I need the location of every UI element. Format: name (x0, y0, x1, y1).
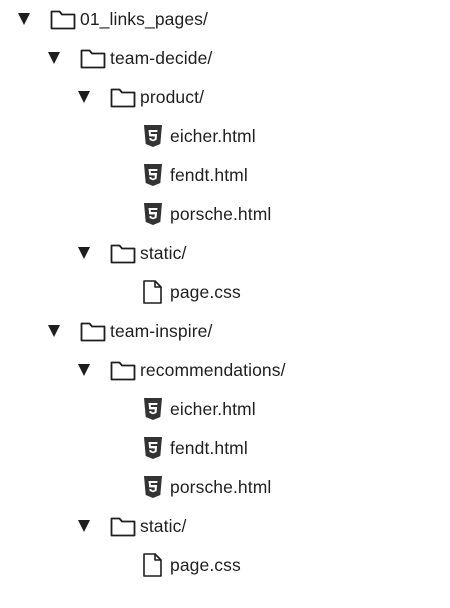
file-label: eicher.html (170, 126, 256, 146)
chevron-down-icon[interactable] (78, 247, 90, 259)
chevron-down-icon[interactable] (78, 91, 90, 103)
html5-icon (140, 163, 166, 187)
tree-folder-root[interactable]: 01_links_pages/ (0, 4, 240, 34)
file-label: fendt.html (170, 165, 248, 185)
file-label: porsche.html (170, 477, 272, 497)
folder-icon (110, 358, 136, 382)
folder-icon (80, 46, 106, 70)
tree-file-fendt-html[interactable]: fendt.html (0, 433, 280, 463)
file-label: porsche.html (170, 204, 272, 224)
tree-folder-recommendations[interactable]: recommendations/ (0, 355, 300, 385)
file-icon (140, 553, 166, 577)
folder-label: static/ (140, 243, 187, 263)
folder-label: team-inspire/ (110, 321, 213, 341)
chevron-down-icon[interactable] (48, 52, 60, 64)
html5-icon (140, 202, 166, 226)
tree-folder-static[interactable]: static/ (0, 511, 240, 541)
folder-icon (80, 319, 106, 343)
folder-label: 01_links_pages/ (80, 9, 208, 29)
chevron-down-icon[interactable] (18, 13, 30, 25)
file-label: page.css (170, 555, 241, 575)
tree-file-page-css[interactable]: page.css (0, 277, 280, 307)
html5-icon (140, 397, 166, 421)
tree-file-porsche-html[interactable]: porsche.html (0, 472, 280, 502)
folder-label: recommendations/ (140, 360, 286, 380)
file-icon (140, 280, 166, 304)
chevron-down-icon[interactable] (78, 364, 90, 376)
chevron-down-icon[interactable] (78, 520, 90, 532)
tree-file-eicher-html[interactable]: eicher.html (0, 121, 280, 151)
folder-icon (110, 85, 136, 109)
html5-icon (140, 436, 166, 460)
html5-icon (140, 124, 166, 148)
tree-folder-team-inspire[interactable]: team-inspire/ (0, 316, 240, 346)
tree-folder-product[interactable]: product/ (0, 82, 240, 112)
chevron-down-icon[interactable] (48, 325, 60, 337)
file-label: page.css (170, 282, 241, 302)
folder-icon (110, 514, 136, 538)
tree-file-porsche-html[interactable]: porsche.html (0, 199, 280, 229)
html5-icon (140, 475, 166, 499)
folder-icon (50, 7, 76, 31)
tree-file-fendt-html[interactable]: fendt.html (0, 160, 280, 190)
tree-folder-static[interactable]: static/ (0, 238, 240, 268)
folder-icon (110, 241, 136, 265)
folder-label: team-decide/ (110, 48, 213, 68)
file-label: fendt.html (170, 438, 248, 458)
file-label: eicher.html (170, 399, 256, 419)
tree-folder-team-decide[interactable]: team-decide/ (0, 43, 240, 73)
folder-label: static/ (140, 516, 187, 536)
tree-file-eicher-html[interactable]: eicher.html (0, 394, 280, 424)
tree-file-page-css[interactable]: page.css (0, 550, 280, 580)
folder-label: product/ (140, 87, 205, 107)
